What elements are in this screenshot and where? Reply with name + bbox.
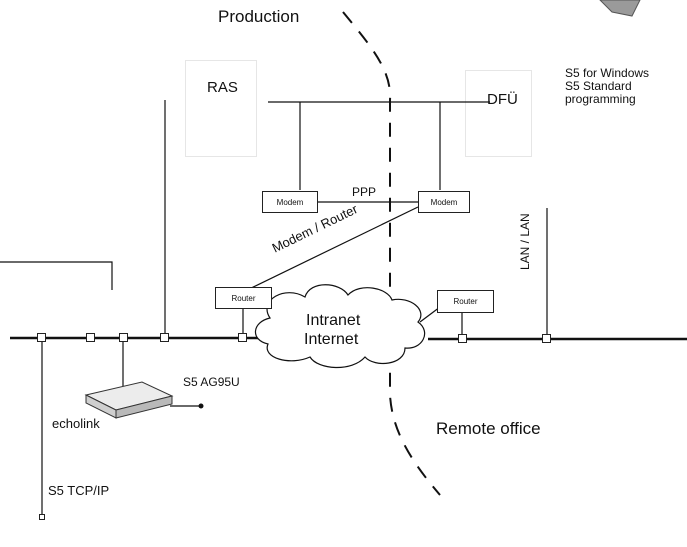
cloud-label-internet: Internet [304, 331, 359, 348]
bus-node [119, 333, 128, 342]
ras-label: RAS [207, 79, 238, 96]
dfu-software-line-1: S5 for Windows [565, 66, 650, 80]
bus-node [86, 333, 95, 342]
dfu-software-line-3: programming [565, 92, 636, 106]
tcpip-endpoint [39, 514, 45, 520]
modem-left: Modem [262, 191, 318, 213]
lan-lan-label: LAN / LAN [518, 213, 532, 270]
bus-node [238, 333, 247, 342]
bus-node [160, 333, 169, 342]
faint-frame-left [185, 60, 257, 157]
bus-node [458, 334, 467, 343]
left-bracket [0, 261, 113, 290]
router-right: Router [437, 290, 494, 313]
zone-remote-office-label: Remote office [436, 419, 541, 438]
zone-production-label: Production [218, 7, 300, 26]
modem-right: Modem [418, 191, 470, 213]
ag95u-endpoint [198, 403, 204, 409]
cloud-shape [254, 284, 426, 369]
cloud-label-intranet: Intranet [306, 312, 361, 329]
modem-router-link [242, 206, 419, 293]
s5-tcpip-label: S5 TCP/IP [48, 483, 110, 498]
echolink-label: echolink [52, 416, 100, 431]
ppp-label: PPP [352, 185, 377, 199]
router-right-to-cloud [419, 306, 441, 323]
bus-node [542, 334, 551, 343]
dfu-label: DFÜ [487, 91, 518, 108]
echolink-device [84, 381, 174, 419]
router-left: Router [215, 287, 272, 309]
ag95u-label: S5 AG95U [183, 375, 240, 389]
zone-separator [342, 11, 441, 496]
dfu-software-line-2: S5 Standard [565, 79, 632, 93]
corner-device [599, 0, 641, 17]
faint-frame-right [465, 70, 532, 157]
bus-node [37, 333, 46, 342]
